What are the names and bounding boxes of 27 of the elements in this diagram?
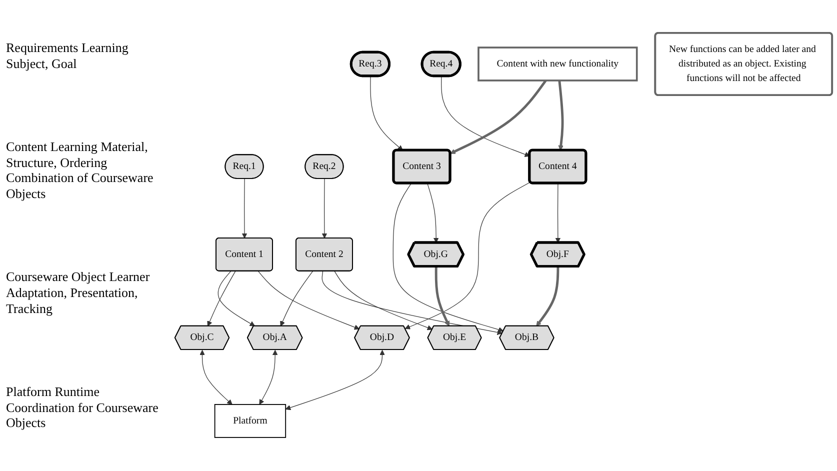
arrow <box>555 183 561 244</box>
arrow <box>259 350 278 406</box>
layer-description: Content Learning Material, Structure, Ordering Combination of Courseware Objects <box>6 139 154 202</box>
arrow <box>441 76 530 158</box>
layer-description: Requirements Learning Subject, Goal <box>6 40 130 72</box>
arrow <box>322 271 503 336</box>
arrow <box>258 271 360 330</box>
arrow <box>280 271 314 327</box>
layer-description: Courseware Object Learner Adaptation, Presentation, Tracking <box>6 269 151 316</box>
arrow <box>404 182 531 330</box>
arrow <box>427 183 439 244</box>
arrow <box>558 80 564 151</box>
arrow <box>370 76 403 151</box>
layer-description: Platform Runtime Coordination for Courseware Objects <box>6 384 160 432</box>
arrow <box>334 271 433 331</box>
arrow <box>392 183 504 333</box>
arrow <box>242 178 248 239</box>
arrow <box>207 271 236 327</box>
arrow <box>200 350 232 406</box>
node-box: Content with new functionality <box>478 46 638 82</box>
arrow <box>450 80 547 154</box>
arrow <box>434 266 450 327</box>
arrow <box>536 266 560 327</box>
arrow <box>322 178 328 239</box>
arrow <box>285 350 385 411</box>
node-box: Platform <box>214 404 286 438</box>
arrow <box>218 271 256 327</box>
